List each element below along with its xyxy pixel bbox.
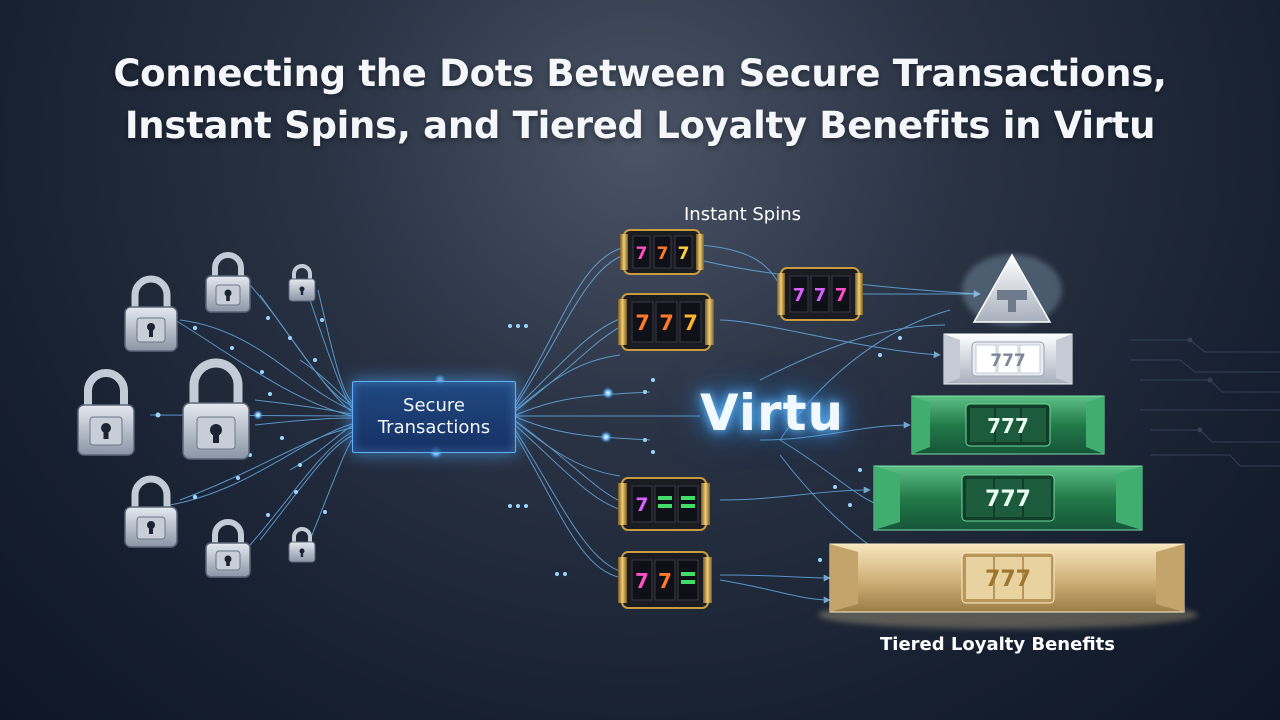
instant-spins-label: Instant Spins: [684, 204, 802, 225]
lock-connection-dots: [155, 316, 327, 517]
padlock-icon: [124, 275, 178, 352]
svg-text:7: 7: [636, 244, 648, 264]
slot-machine-icon: 7: [618, 477, 710, 531]
tier-green-1-reel: 777: [987, 414, 1029, 438]
padlock-icon: [77, 369, 135, 456]
svg-text:7: 7: [814, 285, 827, 306]
svg-text:7: 7: [635, 494, 648, 516]
svg-text:7: 7: [678, 244, 690, 264]
tier-silver-reel: 777: [990, 351, 1026, 371]
svg-text:7: 7: [793, 285, 806, 306]
svg-text:7: 7: [683, 311, 698, 335]
lock-connection-lines: [149, 284, 353, 546]
slot-machine-icon: 7 7 7: [777, 267, 863, 321]
title-line-1: Connecting the Dots Between Secure Trans…: [113, 52, 1167, 95]
svg-text:7: 7: [657, 244, 669, 264]
tier-gold-reel: 777: [985, 567, 1031, 592]
padlock-icon: [288, 264, 316, 302]
tier-green-2-reel: 777: [985, 487, 1031, 512]
tier-green-1: 777: [911, 395, 1105, 455]
padlock-icon: [124, 475, 178, 548]
virtu-hub-label: Virtu: [700, 384, 845, 442]
secure-label-line-1: Secure: [403, 395, 465, 416]
padlock-icon: [205, 519, 251, 578]
slot-machine-icon: 7 7: [618, 551, 712, 609]
tiered-loyalty-label: Tiered Loyalty Benefits: [880, 634, 1115, 655]
secure-label-line-2: Transactions: [377, 417, 491, 438]
svg-text:7: 7: [659, 311, 674, 335]
tier-silver: 777: [943, 333, 1073, 385]
page-title: Connecting the Dots Between Secure Trans…: [0, 48, 1280, 152]
svg-text:7: 7: [635, 311, 650, 335]
slot-machine-icon: 7 7 7: [618, 293, 714, 351]
title-line-2: Instant Spins, and Tiered Loyalty Benefi…: [124, 104, 1156, 147]
padlock-icon: [205, 252, 251, 313]
pyramid-tier-icon: [962, 253, 1062, 326]
tier-green-2: 777: [873, 465, 1143, 531]
slot-machine-icon: 7 7 7: [620, 229, 704, 275]
svg-text:7: 7: [658, 569, 672, 593]
secure-transactions-node: Secure Transactions: [352, 381, 516, 453]
svg-text:7: 7: [635, 569, 649, 593]
svg-text:7: 7: [835, 285, 848, 306]
padlock-icon: [182, 358, 250, 460]
tier-gold: 777: [818, 543, 1198, 629]
spin-connection-lines: [513, 244, 981, 604]
circuit-traces: [1130, 337, 1280, 467]
padlock-icon: [288, 527, 316, 563]
spin-connection-dots: [508, 324, 902, 576]
